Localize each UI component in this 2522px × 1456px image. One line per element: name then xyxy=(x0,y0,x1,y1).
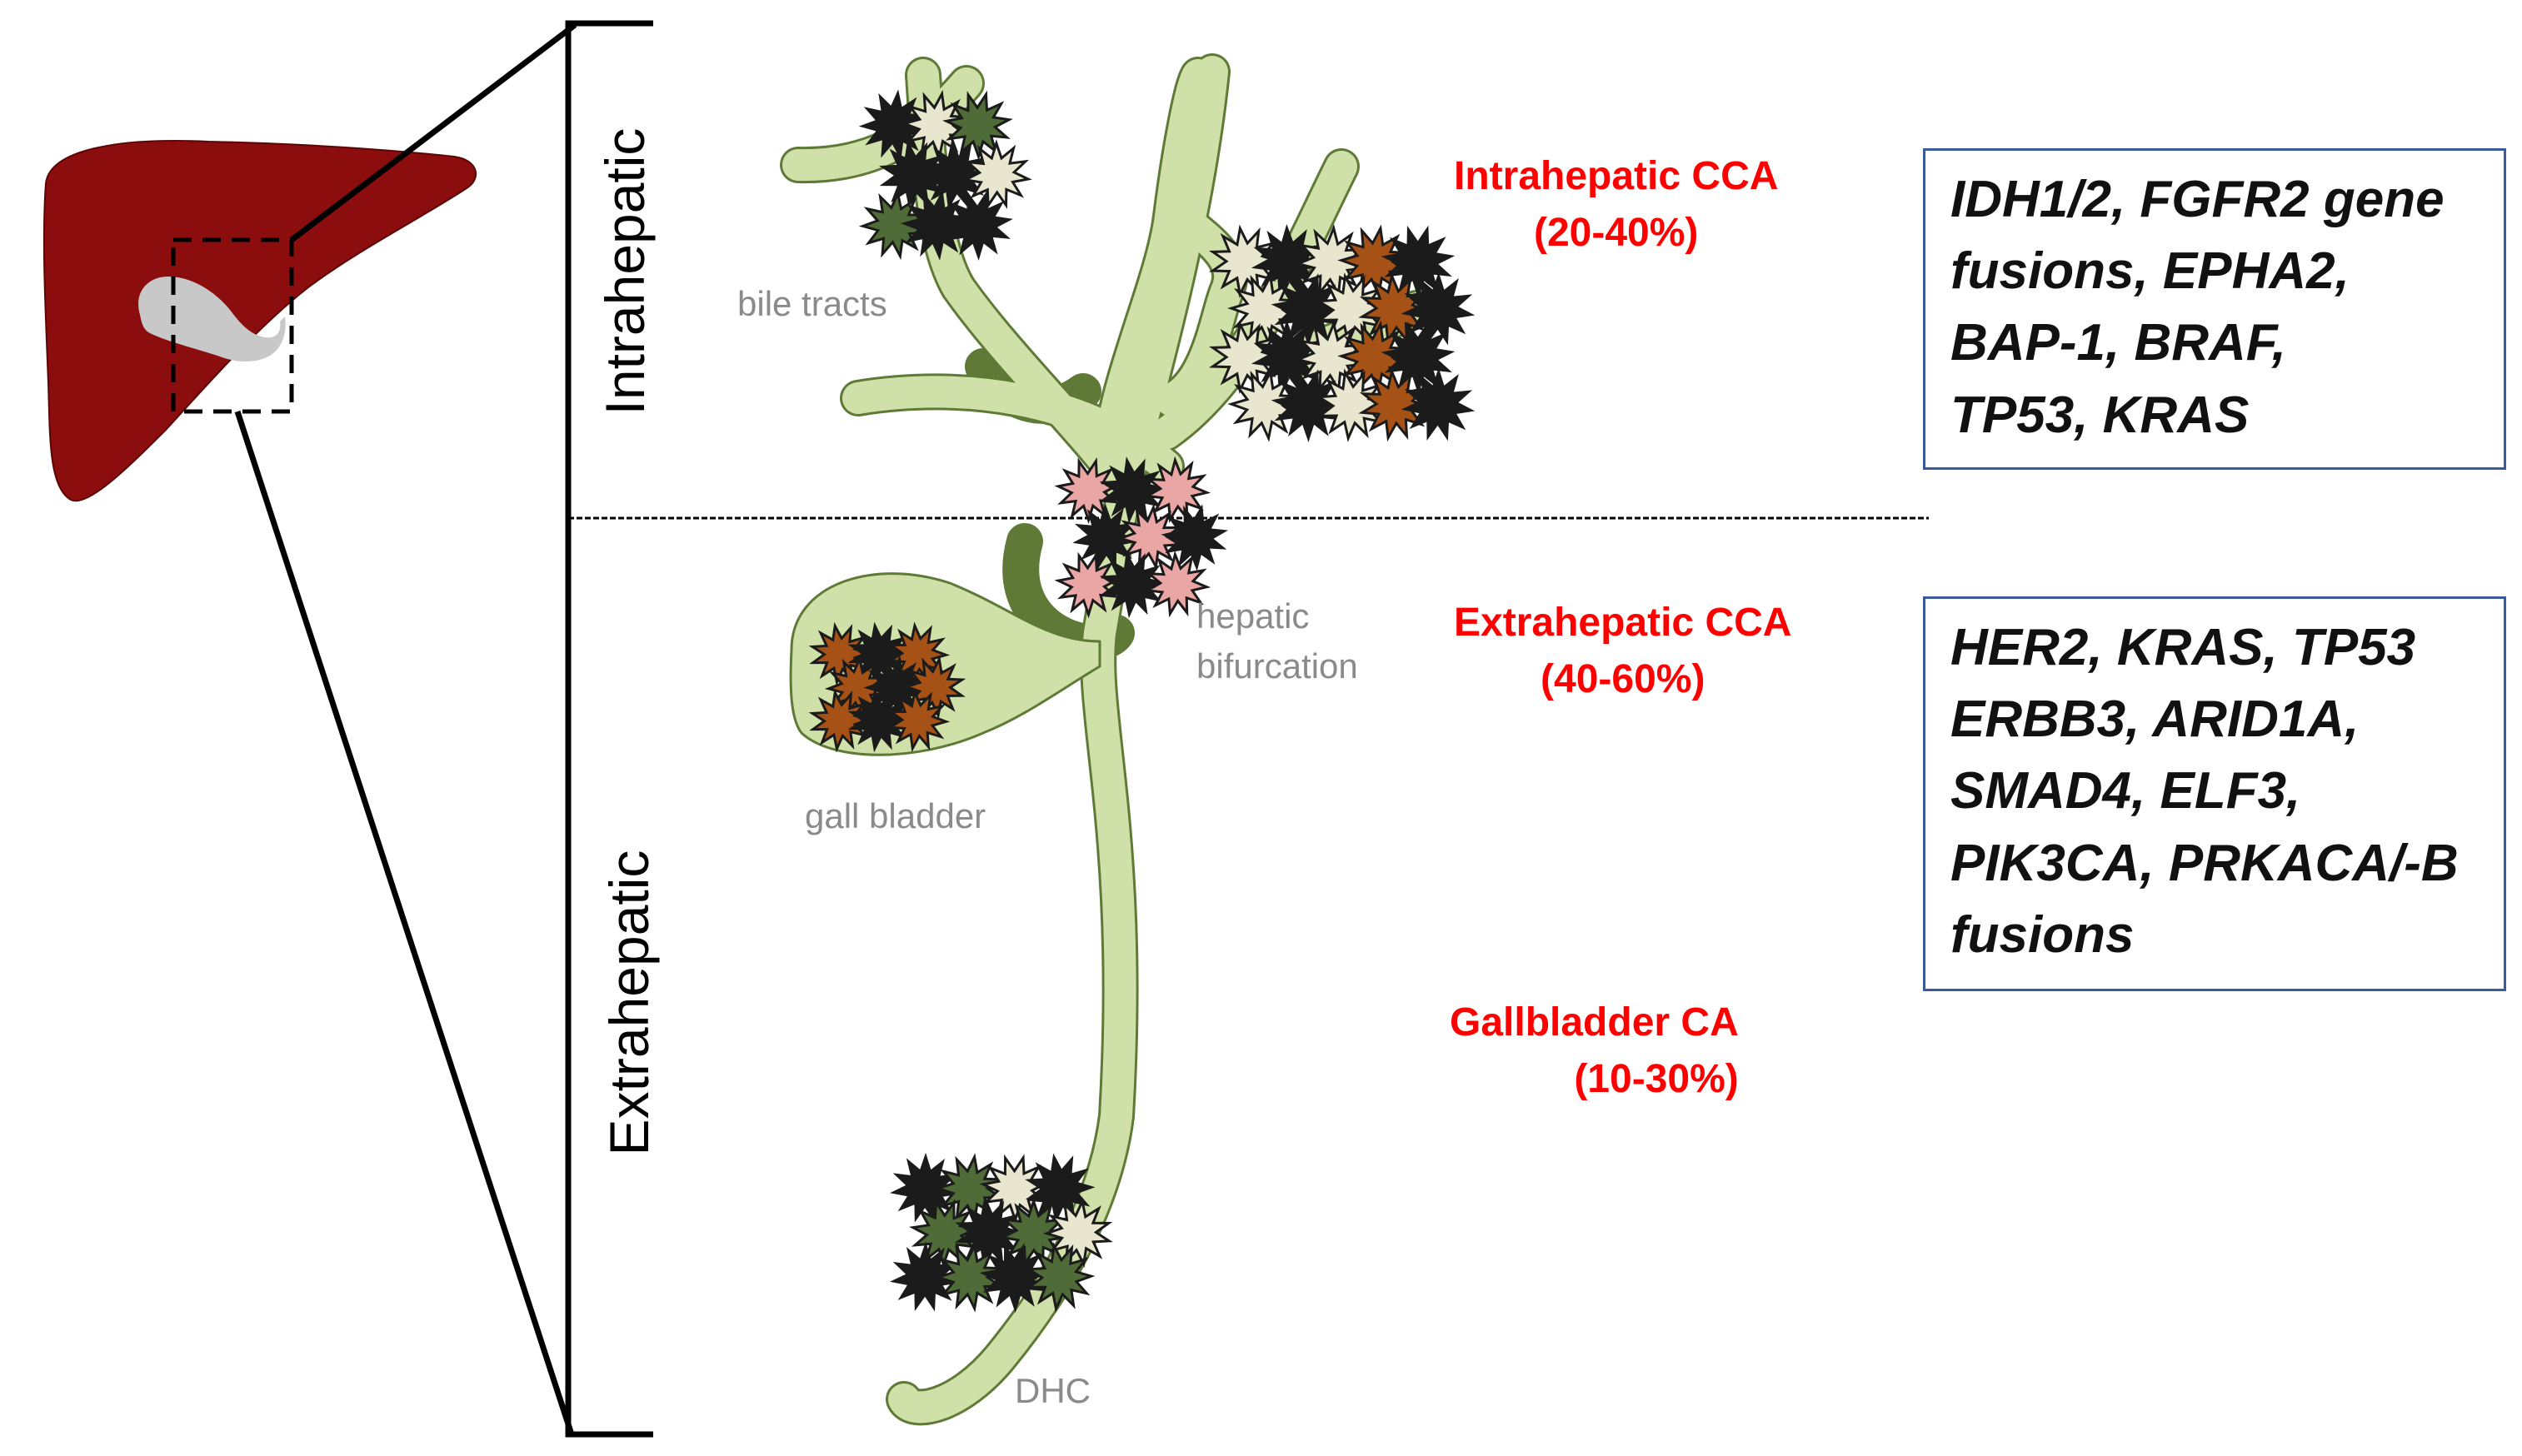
intrahepatic-gene-box: IDH1/2, FGFR2 gene fusions, EPHA2, BAP-1… xyxy=(1923,148,2506,470)
extrahepatic-cca-range: (40-60%) xyxy=(1541,657,1705,702)
bile-tracts-label: bile tracts xyxy=(737,284,887,323)
extrahepatic-cca-label: Extrahepatic CCA (40-60%) xyxy=(1454,595,1791,708)
tumor-cell xyxy=(942,90,1013,161)
hepatic-bifurcation-line2: bifurcation xyxy=(1196,646,1358,686)
tumor-cell xyxy=(979,1243,1051,1314)
tumor-cell xyxy=(1143,456,1211,524)
tumor-clusters xyxy=(808,89,1476,1314)
tumor-cell xyxy=(886,688,951,753)
tumor-cell xyxy=(1315,368,1389,442)
region-label-intrahepatic: Intrahepatic xyxy=(594,127,656,416)
tumor-cell xyxy=(1401,272,1476,346)
tumor-cell xyxy=(1358,367,1432,442)
tumor-cell xyxy=(1025,1242,1096,1313)
tumor-cell xyxy=(1054,551,1122,619)
tumor-cell xyxy=(961,139,1032,210)
tumor-cell xyxy=(808,688,872,753)
tumor-cell xyxy=(1381,225,1456,299)
tumor-cell xyxy=(1025,1153,1096,1224)
tumor-cell xyxy=(890,1152,961,1223)
tumor-cell xyxy=(1271,369,1346,443)
intrahepatic-cca-label: Intrahepatic CCA (20-40%) xyxy=(1454,148,1778,262)
tumor-cell xyxy=(1208,320,1282,395)
extrahepatic-gene-box: HER2, KRAS, TP53 ERBB3, ARID1A, SMAD4, E… xyxy=(1923,596,2506,991)
hepatic-bifurcation-label: hepatic bifurcation xyxy=(1196,591,1358,691)
tumor-cell xyxy=(890,1241,961,1312)
tumor-cell xyxy=(1054,456,1122,525)
region-bracket xyxy=(565,20,653,1438)
zoom-box xyxy=(171,237,294,414)
tumor-cell xyxy=(998,1197,1070,1268)
tumor-cell xyxy=(1143,550,1211,618)
gallbladder-ca-name: Gallbladder CA xyxy=(1450,1000,1739,1045)
tumor-cell xyxy=(1381,321,1456,395)
tumor-cell xyxy=(934,1241,1005,1313)
liver xyxy=(42,140,477,502)
tumor-cell xyxy=(942,190,1013,261)
zoom-line-bottom xyxy=(234,410,575,1436)
region-label-extrahepatic: Extrahepatic xyxy=(598,850,660,1156)
tumor-cell xyxy=(900,189,971,261)
tumor-cell xyxy=(1161,504,1229,571)
tumor-cell xyxy=(1401,367,1476,441)
intrahepatic-gene-list: IDH1/2, FGFR2 gene fusions, EPHA2, BAP-1… xyxy=(1950,171,2445,444)
intrahepatic-cca-range: (20-40%) xyxy=(1533,211,1699,256)
tumor-cell xyxy=(1116,503,1184,571)
hepatic-bifurcation-line1: hepatic xyxy=(1196,596,1310,636)
tumor-cell xyxy=(1208,224,1282,299)
gallbladder-ca-label: Gallbladder CA (10-30%) xyxy=(1450,995,1739,1108)
zoom-line-top xyxy=(289,22,577,242)
intrahepatic-cca-name: Intrahepatic CCA xyxy=(1454,154,1779,198)
gall-bladder-label: gall bladder xyxy=(805,796,986,835)
tumor-cell xyxy=(1042,1197,1113,1269)
extrahepatic-cca-name: Extrahepatic CCA xyxy=(1454,601,1792,645)
gallbladder-ca-range: (10-30%) xyxy=(1574,1057,1739,1102)
extrahepatic-gene-list: HER2, KRAS, TP53 ERBB3, ARID1A, SMAD4, E… xyxy=(1950,619,2459,964)
dhc-label: DHC xyxy=(1015,1371,1091,1410)
tumor-cell xyxy=(902,655,966,720)
